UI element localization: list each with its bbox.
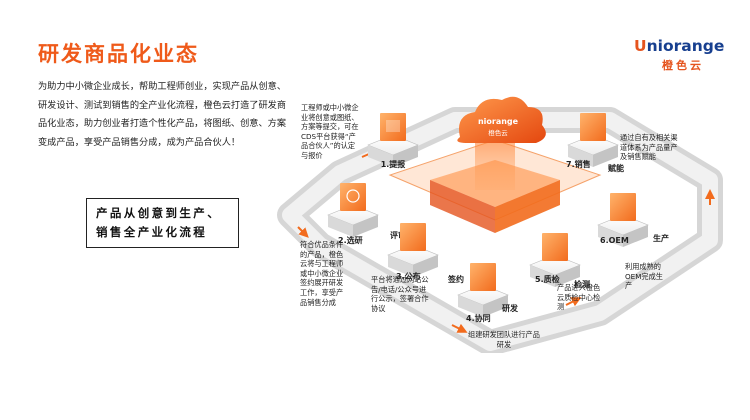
flow-label-box — [86, 198, 239, 248]
page-title: 研发商品化业态 — [38, 42, 199, 66]
track-arrow — [297, 226, 309, 238]
step-1-card — [380, 113, 406, 141]
step-3-tag: 签约 — [447, 274, 464, 284]
step-2-tag: 评审 — [390, 230, 406, 240]
step-4: 4.协同 研发 — [457, 263, 519, 323]
step-1: 1.提报 — [367, 113, 419, 169]
step-6: 6.OEM 生产 — [597, 193, 669, 247]
logo-u: U — [634, 37, 647, 55]
page-description: 为助力中小微企业成长，帮助工程师创业，实现产品从创意、研发设计、测试到销售的全产… — [38, 81, 287, 148]
step-2-desc: 符合优品条件的产品，橙色云将与工程师或中小微企业签约展开研发工作，享受产品销售分… — [300, 240, 344, 307]
flow-label-line2: 销售全产业化流程 — [96, 225, 208, 239]
step-3-desc: 平台将通过网站公告/电话/公众号进行公示，签署合作协议 — [371, 275, 429, 313]
step-4-card — [470, 263, 496, 291]
process-diagram: niorange 橙色云 1.提报 2.选研 评审 3.公布 签约 4.协同 — [277, 96, 723, 353]
center-cloud-cn: 橙色云 — [488, 128, 508, 137]
step-3-card — [400, 223, 426, 251]
step-6-card — [610, 193, 636, 221]
brand-logo: Uniorange — [634, 37, 724, 55]
step-5-label: 5.质检 — [535, 274, 560, 284]
step-5-desc: 产品进入橙色云质检中心检测 — [557, 283, 601, 312]
check-icon — [346, 189, 360, 203]
step-5-tag: 检测 — [574, 279, 590, 289]
flow-label-text: 产品从创意到生产、 销售全产业化流程 — [96, 204, 236, 242]
step-3-label: 3.公布 — [396, 271, 421, 281]
step-5-card — [542, 233, 568, 261]
step-7-card — [580, 113, 606, 141]
step-1-icon — [386, 120, 400, 132]
step-4-label: 4.协同 — [466, 313, 491, 323]
center-cloud: niorange 橙色云 — [457, 96, 546, 143]
step-5: 5.质检 检测 — [529, 233, 590, 289]
step-2: 2.选研 评审 — [327, 183, 406, 245]
step-7-label: 7.销售 — [566, 159, 591, 169]
step-7-desc: 通过自有及相关渠道体系为产品量产及销售赋能 — [620, 133, 678, 162]
brand-logo-cn: 橙色云 — [662, 59, 704, 72]
center-cloud-en: niorange — [478, 117, 519, 126]
flow-label-line1: 产品从创意到生产、 — [96, 206, 222, 220]
step-1-label: 1.提报 — [381, 159, 406, 169]
step-4-desc: 组建研发团队进行产品研发 — [468, 330, 540, 349]
step-6-label: 6.OEM — [600, 236, 629, 245]
step-7-tag: 赋能 — [608, 163, 624, 173]
step-6-tag: 生产 — [653, 233, 669, 243]
logo-text: niorange — [646, 37, 725, 55]
step-6-desc: 利用成熟的OEM完成生产 — [625, 262, 663, 291]
step-2-card — [340, 183, 366, 211]
step-4-tag: 研发 — [502, 303, 519, 313]
step-3: 3.公布 签约 — [387, 223, 464, 284]
step-2-label: 2.选研 — [338, 235, 363, 245]
track-arrow — [565, 297, 582, 307]
step-7: 7.销售 赋能 — [566, 113, 624, 173]
track-arrow — [451, 323, 468, 333]
step-1-desc: 工程师或中小微企业将创意或图纸、方案等提交，可在CDS平台获得“产品合伙人”的认… — [301, 103, 359, 160]
